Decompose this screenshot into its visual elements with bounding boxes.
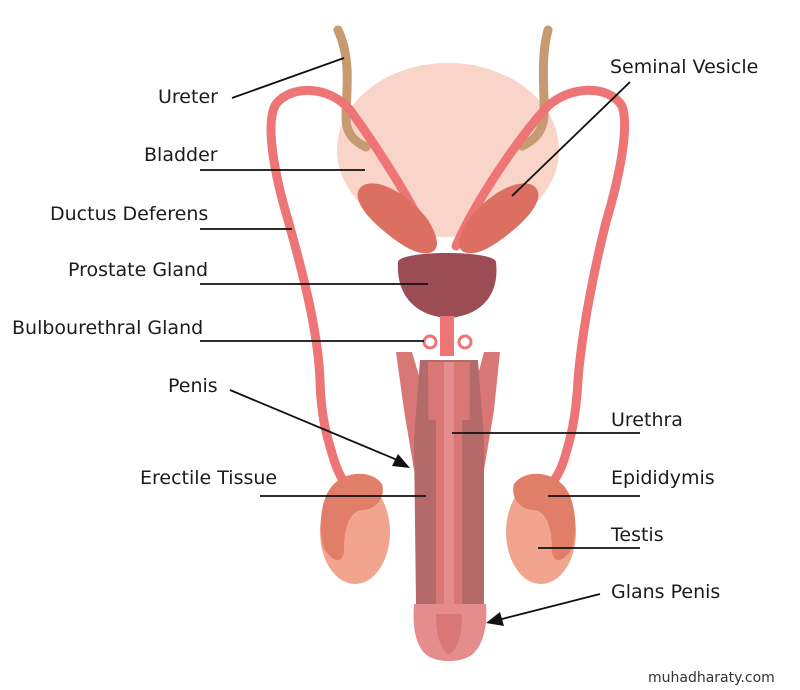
seminal-vesicle-leader (511, 81, 631, 197)
ureter-leader (231, 57, 345, 99)
left-bulbourethral-gland (422, 334, 438, 350)
label-epididymis: Epididymis (611, 467, 715, 489)
label-bladder: Bladder (144, 144, 218, 166)
left-ureter (333, 25, 371, 152)
membranous-urethra (440, 316, 454, 356)
label-penis: Penis (168, 375, 218, 397)
site-credit: muhadharaty.com (648, 670, 775, 686)
prostate-gland-shape (397, 253, 497, 318)
right-bulbourethral-gland (457, 334, 473, 350)
urethra-channel (444, 362, 454, 606)
right-seminal-vesicle (459, 183, 539, 254)
glans-penis-leader (497, 593, 601, 621)
penis-leader (229, 389, 403, 463)
left-ductus-deferens (266, 86, 437, 500)
label-urethra: Urethra (611, 409, 683, 431)
right-ductus-deferens (451, 85, 630, 500)
label-ductus-deferens: Ductus Deferens (50, 203, 208, 225)
label-testis: Testis (610, 524, 664, 546)
label-seminal-vesicle: Seminal Vesicle (610, 56, 758, 78)
glans-inner (436, 614, 462, 654)
label-glans-penis: Glans Penis (611, 581, 720, 603)
glans-penis-arrowhead (486, 612, 504, 626)
penis-arrowhead (392, 454, 410, 468)
label-prostate-gland: Prostate Gland (68, 259, 208, 281)
label-bulbourethral-gland: Bulbourethral Gland (12, 317, 203, 339)
left-seminal-vesicle (357, 183, 437, 254)
label-erectile-tissue: Erectile Tissue (140, 467, 277, 489)
left-corpus-cavernosum (418, 420, 436, 604)
label-ureter: Ureter (158, 86, 218, 108)
right-corpus-cavernosum (462, 420, 482, 604)
